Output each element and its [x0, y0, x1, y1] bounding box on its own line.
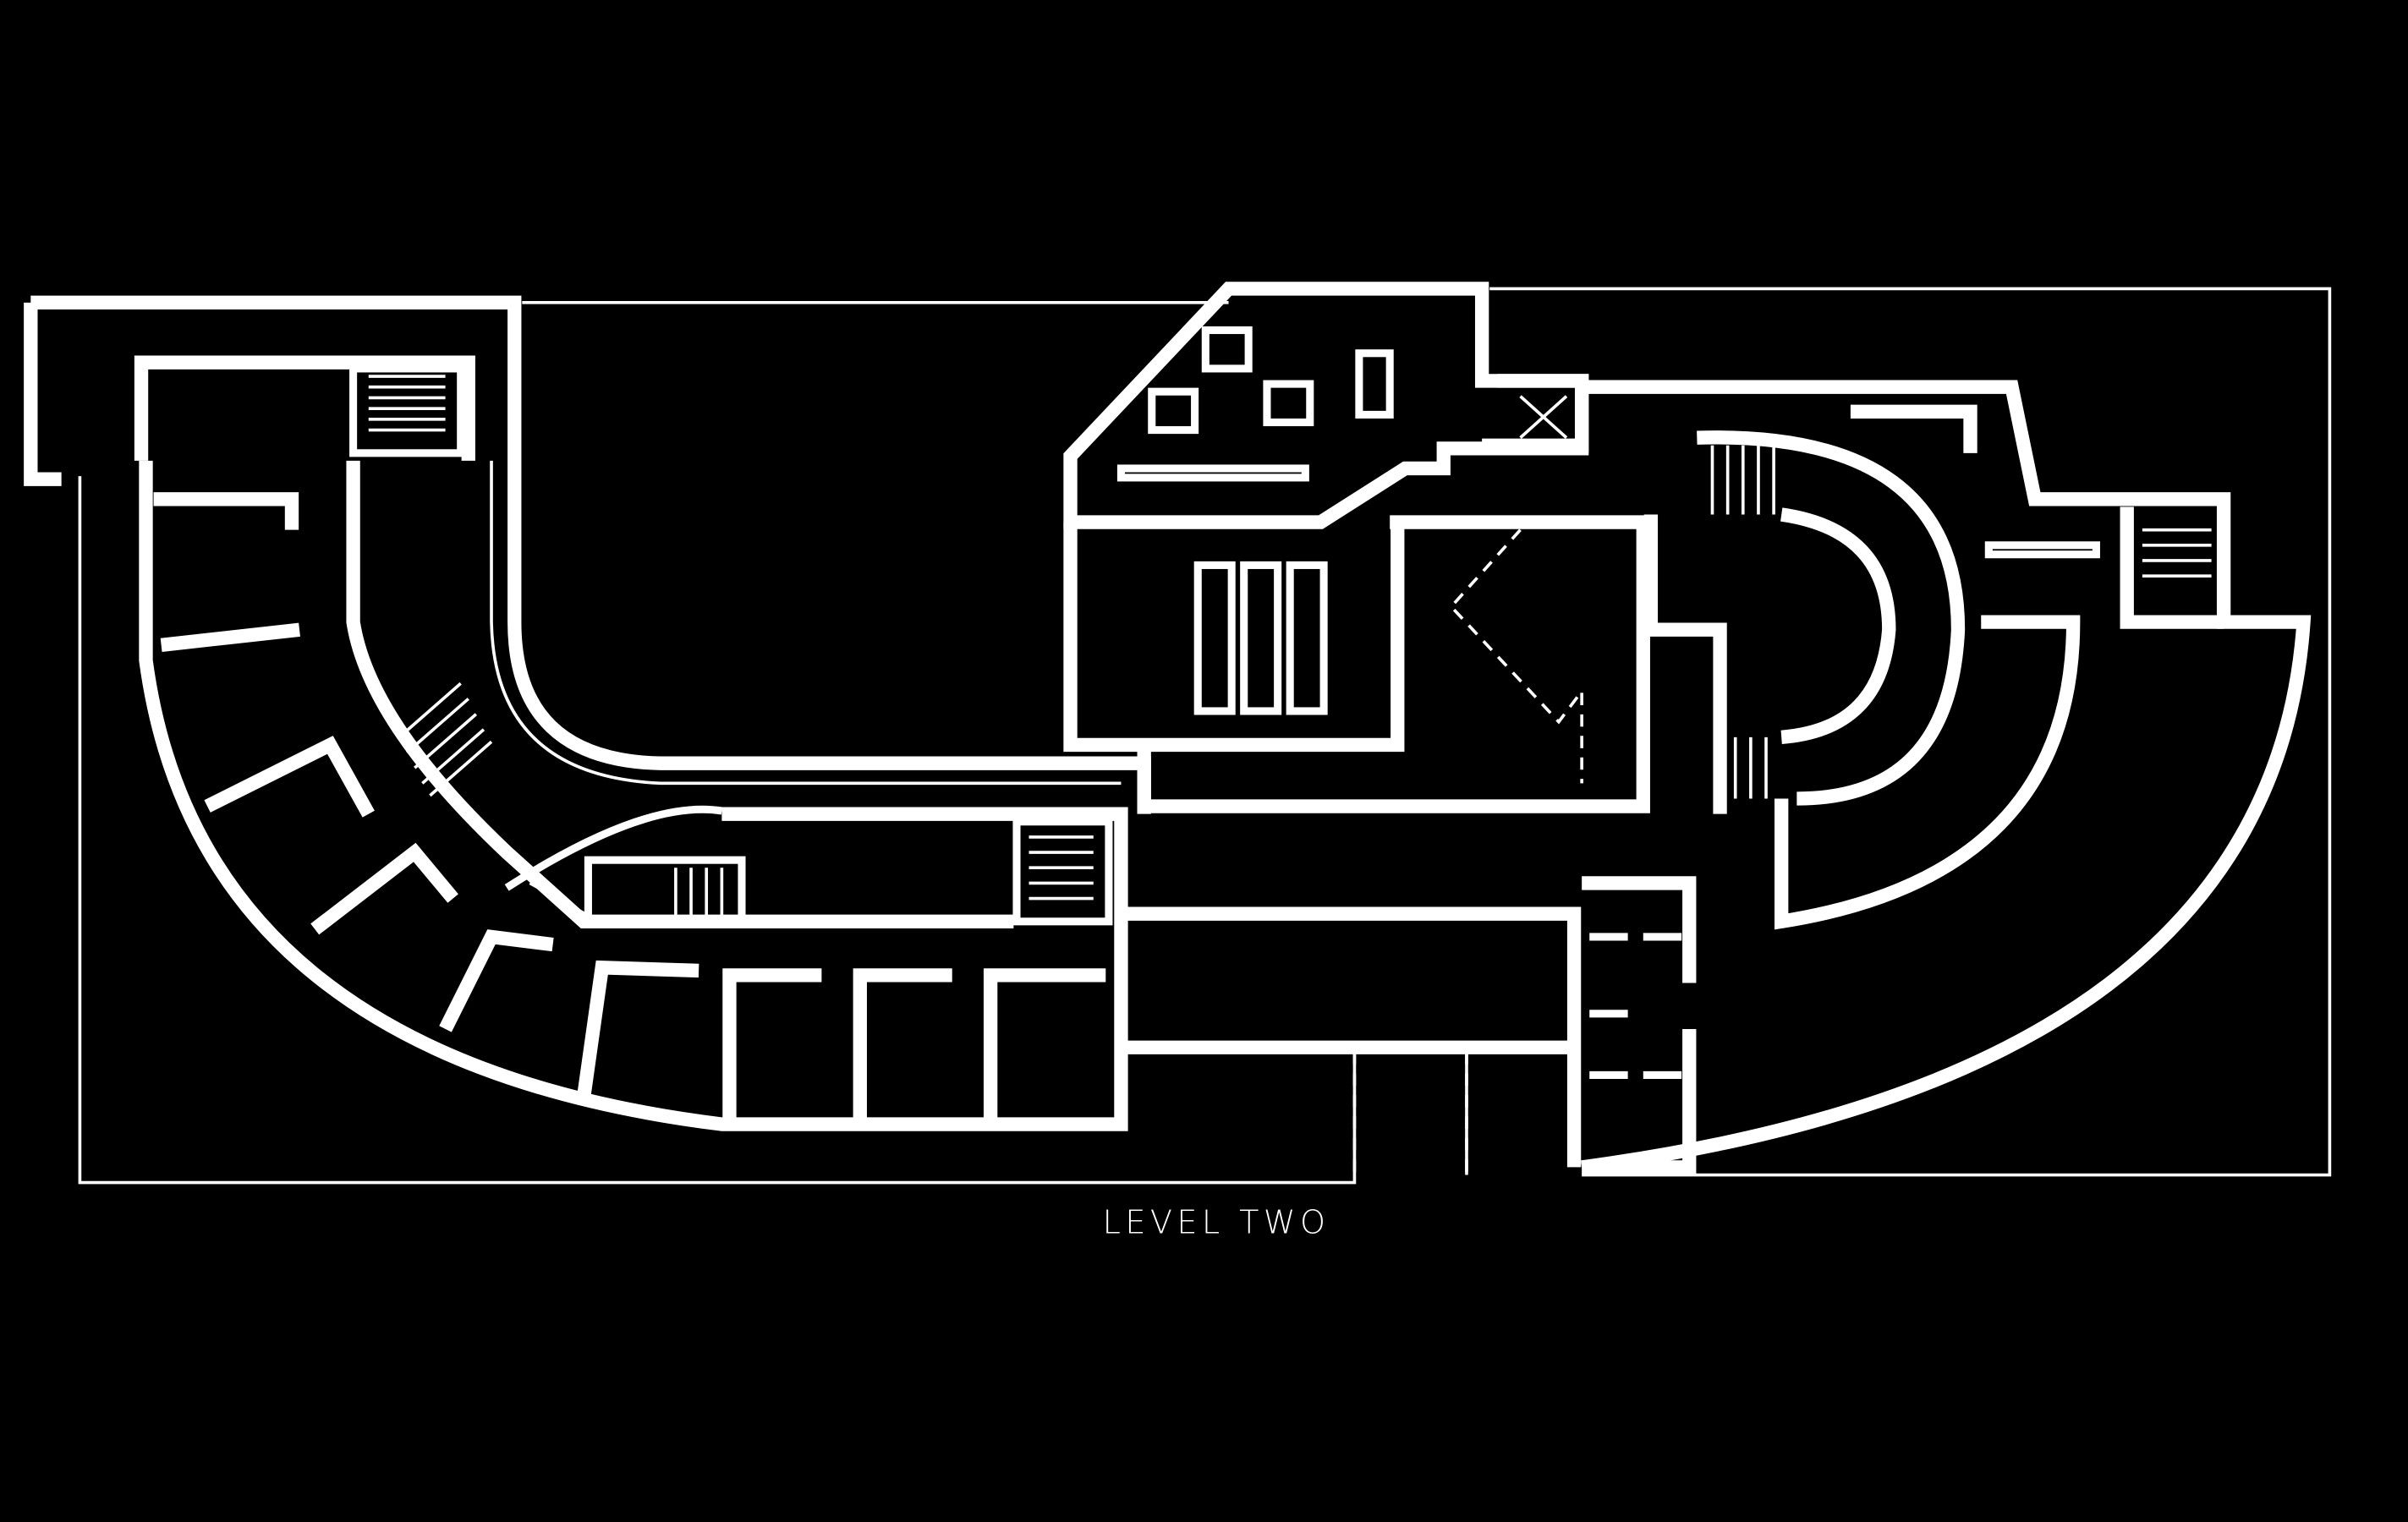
furniture [1116, 326, 1394, 715]
site-boundary [78, 287, 2332, 1185]
level-title: LEVEL TWO [1103, 1204, 1330, 1241]
left-wing [24, 295, 1151, 1131]
corridor [1121, 906, 1582, 1168]
middle-building [1063, 282, 1650, 813]
right-building [1581, 380, 2312, 1174]
